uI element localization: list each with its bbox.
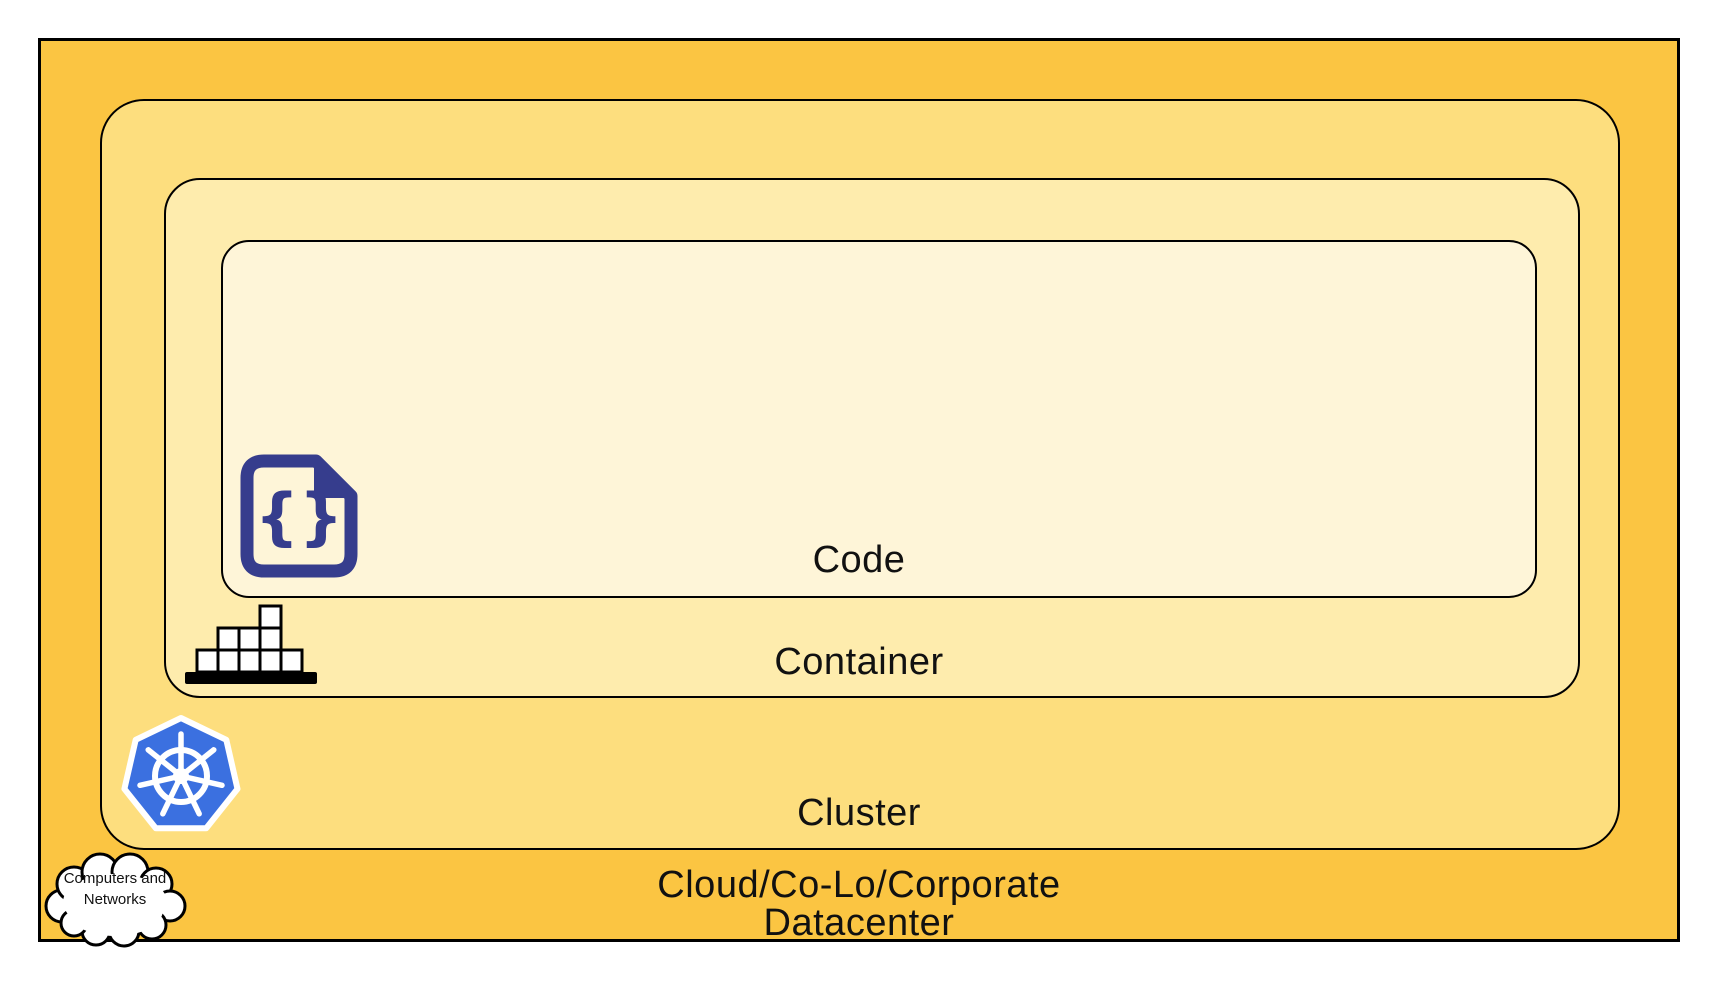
label-datacenter-line2: Datacenter	[763, 902, 955, 944]
label-container: Container	[774, 641, 944, 683]
label-cluster: Cluster	[797, 792, 921, 834]
cloud-icon	[44, 852, 187, 948]
label-code: Code	[812, 539, 906, 581]
layer-code	[221, 240, 1537, 598]
cloud-callout-label: Computers and Networks	[42, 868, 188, 910]
cloud-callout-line1: Computers and	[63, 870, 167, 887]
cloud-callout-line2: Networks	[83, 891, 147, 908]
label-datacenter-line1: Cloud/Co-Lo/Corporate	[657, 864, 1061, 906]
svg-text:{}: {}	[255, 480, 343, 553]
label-datacenter: Cloud/Co-Lo/Corporate Datacenter	[38, 866, 1680, 942]
container-stack-icon	[185, 604, 317, 684]
kubernetes-icon	[121, 715, 241, 832]
code-file-icon: {}	[240, 454, 358, 578]
